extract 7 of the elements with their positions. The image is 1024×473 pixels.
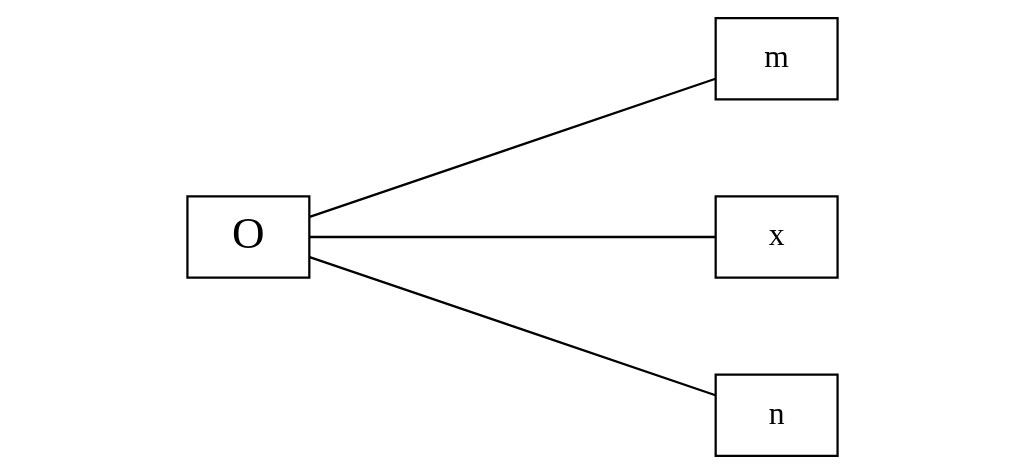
connector (309, 235, 715, 238)
connector (308, 255, 716, 396)
connector (308, 77, 716, 218)
node-box: O (185, 194, 310, 279)
node-box: n (714, 373, 839, 457)
node-box: m (714, 16, 839, 100)
node-box: x (714, 194, 839, 279)
